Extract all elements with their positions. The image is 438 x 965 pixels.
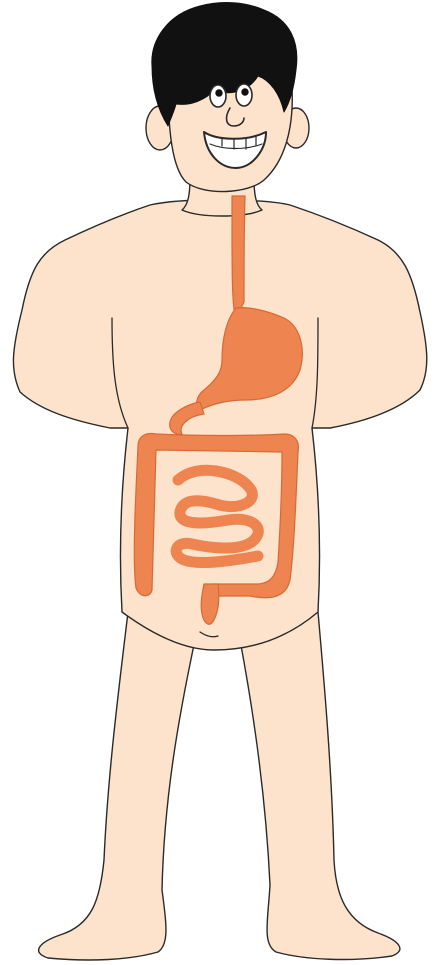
torso	[13, 200, 426, 650]
left-leg	[39, 612, 195, 960]
esophagus	[232, 196, 245, 318]
right-pupil	[242, 89, 248, 95]
left-pupil	[216, 90, 222, 96]
right-leg	[240, 612, 400, 959]
